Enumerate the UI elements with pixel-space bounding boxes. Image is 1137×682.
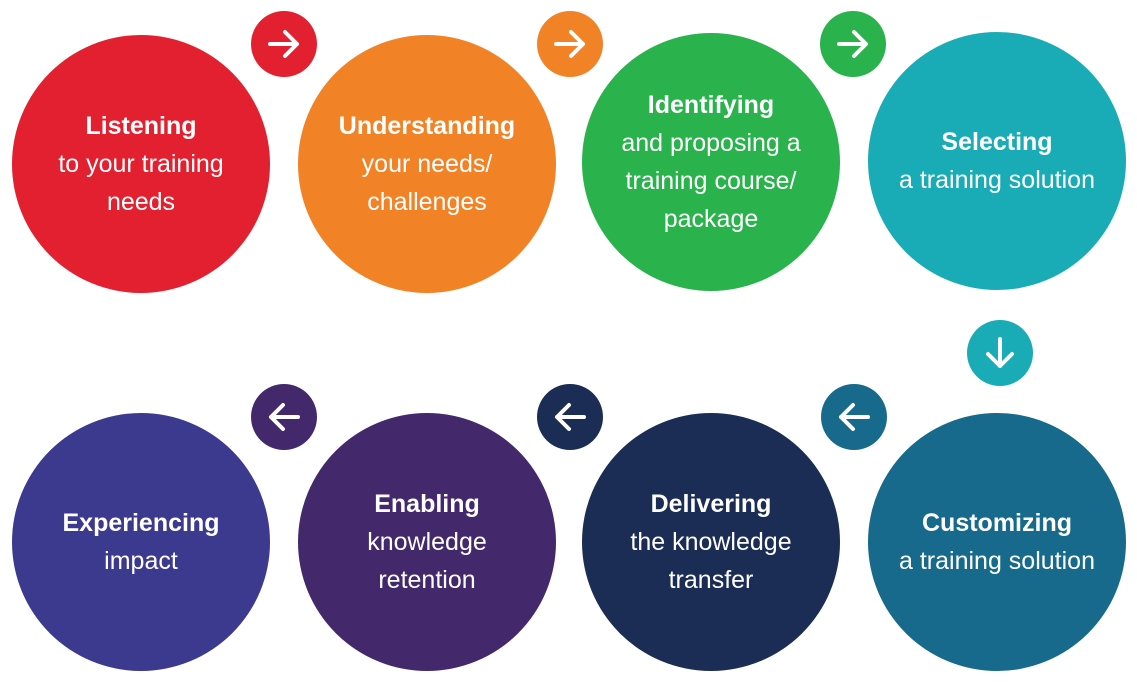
arrow-right-icon xyxy=(251,11,317,77)
step-description: the knowledge transfer xyxy=(630,528,792,594)
step-description: impact xyxy=(104,547,178,575)
step-identifying: Identifying and proposing a training cou… xyxy=(582,33,840,291)
step-listening: Listening to your training needs xyxy=(12,35,270,293)
step-delivering: Delivering the knowledge transfer xyxy=(582,413,840,671)
step-description: knowledge retention xyxy=(367,528,487,594)
step-title: Understanding xyxy=(338,112,516,140)
step-selecting: Selecting a training solution xyxy=(868,32,1126,290)
step-title: Selecting xyxy=(941,128,1053,156)
step-customizing: Customizing a training solution xyxy=(868,413,1126,671)
arrow-left-icon xyxy=(537,384,603,450)
step-enabling: Enabling knowledge retention xyxy=(298,413,556,671)
arrow-right-icon xyxy=(537,11,603,77)
step-title: Enabling xyxy=(374,490,480,518)
step-description: your needs/ challenges xyxy=(361,150,493,216)
step-understanding: Understanding your needs/ challenges xyxy=(298,35,556,293)
step-description: a training solution xyxy=(899,166,1095,194)
step-title: Customizing xyxy=(922,509,1072,537)
step-description: a training solution xyxy=(899,547,1095,575)
step-title: Identifying xyxy=(647,91,775,119)
step-experiencing: Experiencing impact xyxy=(12,413,270,671)
step-title: Experiencing xyxy=(62,509,220,537)
step-title: Delivering xyxy=(650,490,772,518)
step-description: and proposing a training course/ package xyxy=(621,129,801,233)
arrow-left-icon xyxy=(821,384,887,450)
arrow-left-icon xyxy=(251,384,317,450)
step-title: Listening xyxy=(85,112,197,140)
arrow-right-icon xyxy=(820,11,886,77)
step-description: to your training needs xyxy=(58,150,224,216)
arrow-down-icon xyxy=(967,320,1033,386)
